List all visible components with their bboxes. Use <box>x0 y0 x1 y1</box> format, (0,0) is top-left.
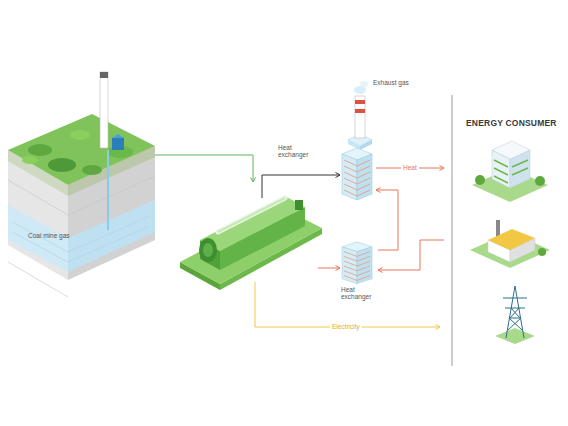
gas-engine <box>199 238 217 262</box>
building-icon <box>494 176 508 183</box>
gas-engine <box>218 198 285 232</box>
pylon-icon <box>510 308 519 318</box>
exhaust-stack <box>360 81 368 87</box>
heat-exchanger-node: Heat exchanger <box>276 144 376 202</box>
divider-line <box>452 95 453 366</box>
building-icon <box>494 160 508 167</box>
exhaust-stack <box>355 109 365 113</box>
tree-cluster <box>82 165 102 175</box>
tree-cluster <box>70 130 90 140</box>
exhaust-line <box>262 175 340 198</box>
pylon-icon <box>503 286 527 338</box>
pylon-icon <box>495 286 535 344</box>
heat-exchanger-upper <box>342 148 372 200</box>
ground-block <box>8 114 155 297</box>
heat-flow-arrow <box>376 190 398 250</box>
node-label: Heat exchanger <box>278 144 312 159</box>
factory-icon <box>470 220 550 268</box>
building-icon <box>494 168 508 175</box>
mine-chimney <box>100 72 108 78</box>
building-icon <box>492 141 530 159</box>
flow-label: Heat <box>401 164 419 172</box>
building-icon <box>475 175 485 185</box>
factory-icon <box>488 229 535 250</box>
divider-line <box>452 95 453 366</box>
electricity-line <box>255 282 440 327</box>
mine-chimney <box>112 134 124 138</box>
consumer-column: ENERGY CONSUMER <box>444 95 568 367</box>
mine-chimney <box>100 72 108 148</box>
gas-pipe-line <box>155 155 253 182</box>
coolant-line <box>318 268 340 269</box>
exhaust-stack-node: Exhaust gas <box>340 76 410 142</box>
mine-chimney <box>107 150 109 230</box>
heat-exchanger-lower <box>342 242 372 284</box>
exhaust-line <box>262 175 340 198</box>
building-icon <box>494 160 528 183</box>
node-label: Heat exchanger <box>341 286 377 301</box>
pylon-icon <box>508 318 521 330</box>
mine-chimney <box>112 138 124 150</box>
coolant-line <box>318 268 340 269</box>
pylon-icon <box>495 328 535 344</box>
heat-flow-arrow <box>378 240 444 270</box>
tree-cluster <box>28 144 52 156</box>
tree-cluster <box>22 156 38 164</box>
pylon-icon <box>503 298 527 299</box>
pylon-icon <box>511 308 520 318</box>
node-label: Exhaust gas <box>373 79 409 86</box>
ground-block <box>12 226 150 262</box>
gas-engine <box>203 243 213 257</box>
gas-engine <box>200 196 305 251</box>
gas-pipe-line <box>155 155 253 182</box>
pylon-icon <box>506 286 524 338</box>
flow-label: Electricity <box>330 323 362 331</box>
electricity-line <box>255 282 440 327</box>
ground-block <box>68 200 155 272</box>
heat-exchanger-upper <box>342 148 372 200</box>
ground-block-node: Coal mine gas <box>4 60 160 290</box>
tree-cluster <box>22 130 133 175</box>
node-label: Coal mine gas <box>28 232 88 239</box>
ground-block <box>8 176 155 215</box>
ground-block <box>8 176 155 297</box>
exhaust-stack <box>354 86 366 94</box>
gas-engine <box>180 196 322 290</box>
tree-cluster <box>48 158 76 172</box>
section-heading: ENERGY CONSUMER <box>466 119 566 129</box>
heat-exchanger-lower <box>342 242 372 284</box>
exhaust-stack <box>348 81 372 150</box>
ground-block <box>8 114 155 185</box>
building-icon <box>535 176 545 186</box>
factory-icon <box>538 248 546 256</box>
building-icon <box>512 160 528 167</box>
gas-engine <box>218 198 285 232</box>
exhaust-stack <box>355 96 365 138</box>
building-icon <box>512 168 528 175</box>
ground-block <box>8 262 68 297</box>
ground-block <box>12 216 150 262</box>
gas-engine <box>295 200 303 210</box>
exhaust-stack <box>360 140 372 150</box>
ground-block <box>12 216 150 252</box>
pylon-icon <box>505 308 525 309</box>
heat-exchanger-node: Heat exchanger <box>338 240 378 304</box>
building-icon <box>472 141 548 202</box>
exhaust-stack <box>355 100 365 104</box>
mine-chimney <box>100 72 124 230</box>
pylon-icon <box>509 318 522 330</box>
